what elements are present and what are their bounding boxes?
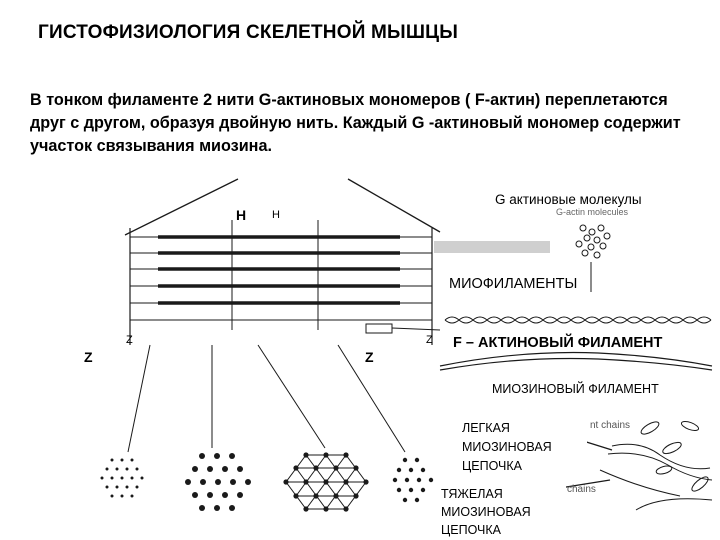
myosin-filament-label: МИОЗИНОВЫЙ ФИЛАМЕНТ — [492, 382, 659, 396]
myosin-chains — [559, 420, 713, 511]
cross-section-d — [392, 457, 434, 503]
h-zone-marker — [231, 220, 319, 330]
slide-title: ГИСТОФИЗИОЛОГИЯ СКЕЛЕТНОЙ МЫШЦЫ — [38, 22, 459, 43]
light-chain-label: ЛЕГКАЯ МИОЗИНОВАЯ ЦЕПОЧКА — [462, 419, 587, 476]
detail-connector — [391, 327, 441, 331]
cross-section-leaders — [127, 344, 406, 453]
z-left-label: Z — [84, 349, 93, 365]
heavy-chain-small-label: chains — [567, 484, 596, 495]
detail-box — [365, 323, 393, 334]
label-gray-band — [434, 241, 550, 253]
sarcomere-outline-right — [347, 178, 441, 233]
z-right-small-label: Z — [426, 334, 433, 346]
f-actin-label: F – АКТИНОВЫЙ ФИЛАМЕНТ — [451, 335, 665, 351]
myosin-filament — [439, 351, 713, 371]
h-zone-small-label: H — [272, 209, 280, 221]
thin-filaments — [130, 236, 432, 321]
z-left-small-label: Z — [126, 334, 133, 346]
myofilaments-label: МИОФИЛАМЕНТЫ — [449, 276, 578, 292]
cross-section-a — [100, 458, 144, 498]
cross-section-c — [283, 452, 369, 512]
light-chain-small-label: nt chains — [590, 420, 631, 431]
g-actin-molecules — [575, 224, 611, 292]
thick-filaments — [158, 235, 400, 305]
sarcomere-diagram — [124, 178, 441, 453]
f-actin-filament — [444, 316, 712, 324]
h-zone-label: H — [236, 207, 247, 223]
g-actin-label: G актиновые молекулы — [495, 192, 642, 207]
z-right-label: Z — [365, 349, 374, 365]
heavy-chain-label: ТЯЖЕЛАЯ МИОЗИНОВАЯ ЦЕПОЧКА — [441, 485, 566, 539]
description-paragraph: В тонком филаменте 2 нити G-актиновых мо… — [30, 91, 681, 155]
g-actin-small-label: G-actin molecules — [556, 207, 629, 217]
cross-section-b — [185, 453, 251, 511]
sarcomere-outline-left — [124, 178, 239, 236]
